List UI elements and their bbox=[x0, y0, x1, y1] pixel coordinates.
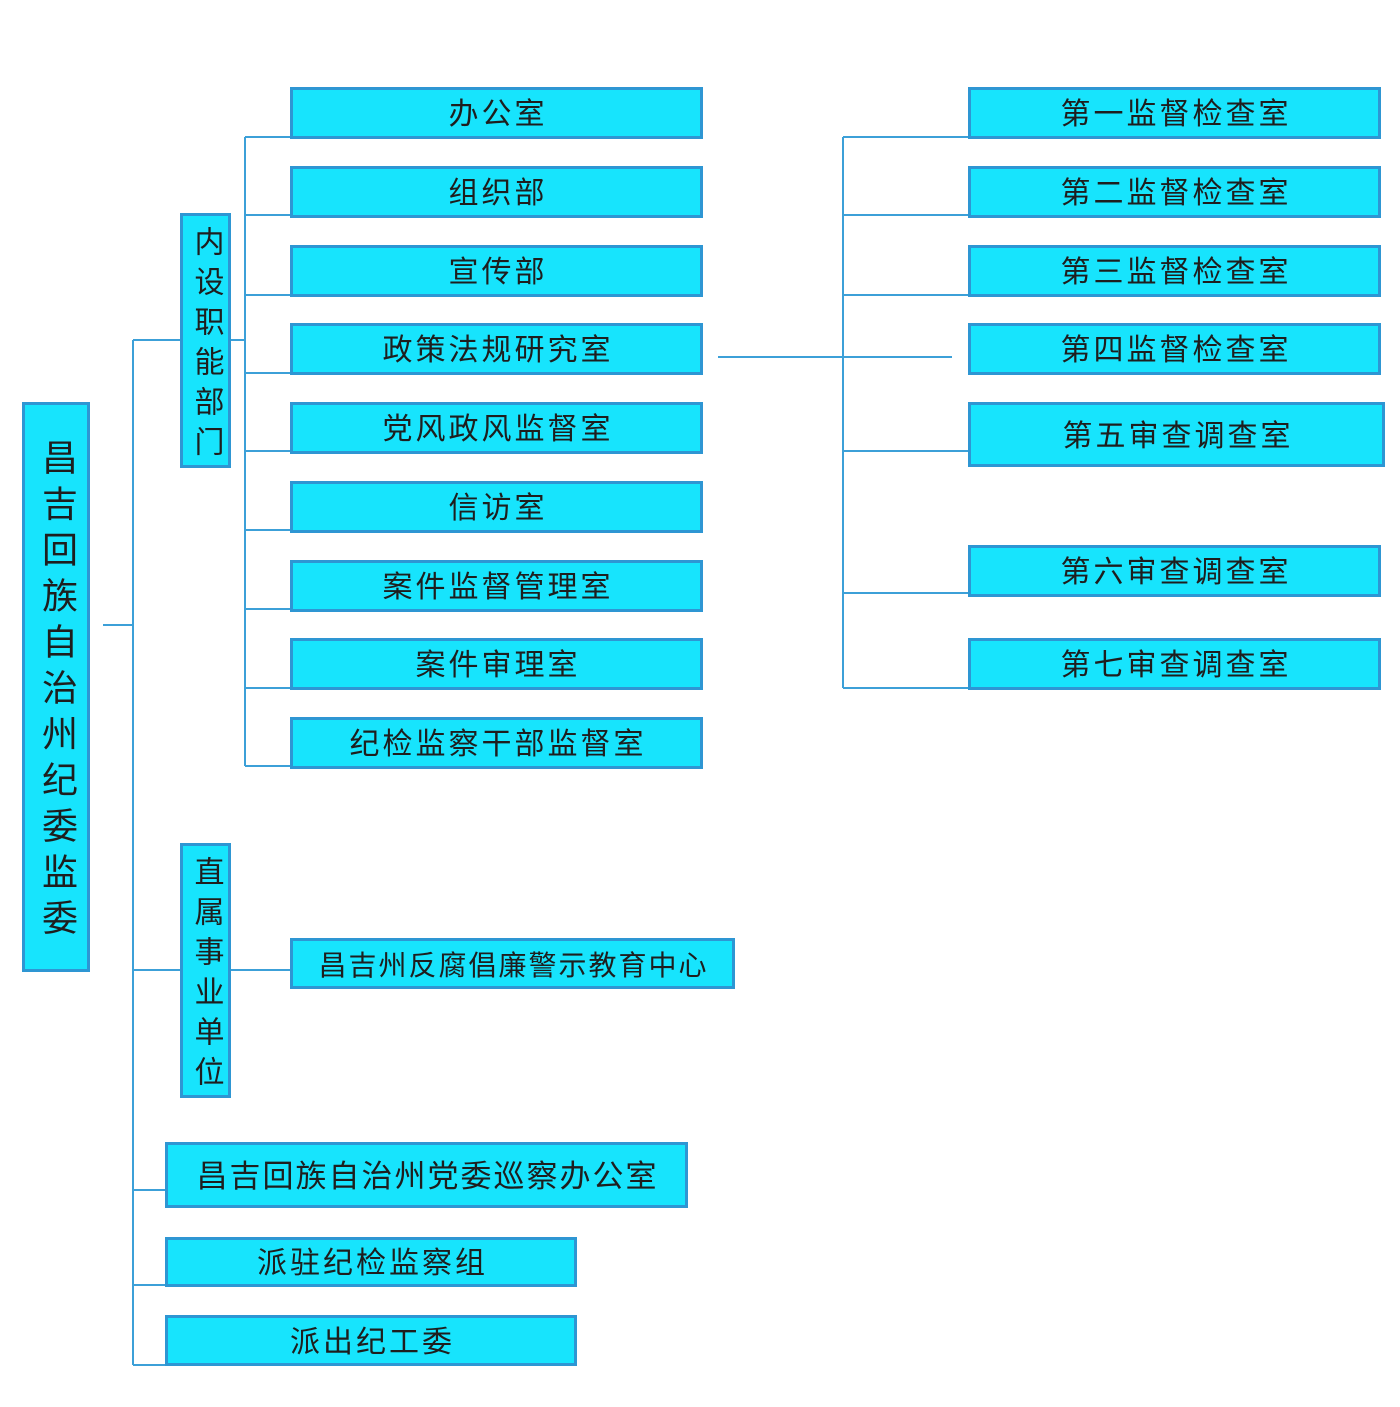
dept-label: 办公室 bbox=[448, 97, 548, 132]
dept-cadre-supervision-box: 纪检监察干部监督室 bbox=[290, 717, 703, 769]
room-1-box: 第一监督检查室 bbox=[968, 87, 1381, 139]
dispatched-committee-label: 派出纪工委 bbox=[290, 1324, 455, 1360]
room-label: 第五审查调查室 bbox=[1062, 418, 1294, 454]
internal-departments-node: 内设职能部门 bbox=[180, 213, 231, 468]
dept-label: 政策法规研究室 bbox=[382, 333, 614, 368]
dept-label: 信访室 bbox=[448, 491, 548, 526]
room-label: 第四监督检查室 bbox=[1060, 333, 1292, 368]
room-2-box: 第二监督检查室 bbox=[968, 166, 1381, 218]
affiliated-units-node: 直属事业单位 bbox=[180, 843, 231, 1098]
root-label: 昌吉回族自治州纪委监委 bbox=[36, 439, 77, 945]
dept-label: 组织部 bbox=[448, 176, 548, 211]
dispatched-committee-box: 派出纪工委 bbox=[165, 1315, 577, 1366]
dept-office-box: 办公室 bbox=[290, 87, 703, 139]
room-6-box: 第六审查调查室 bbox=[968, 545, 1381, 597]
dept-label: 案件监督管理室 bbox=[382, 570, 614, 605]
dept-label: 宣传部 bbox=[448, 255, 548, 290]
inspection-office-label: 昌吉回族自治州党委巡察办公室 bbox=[196, 1158, 659, 1195]
room-4-box: 第四监督检查室 bbox=[968, 323, 1381, 375]
warning-education-center-box: 昌吉州反腐倡廉警示教育中心 bbox=[290, 938, 735, 989]
affiliated-units-label: 直属事业单位 bbox=[188, 855, 224, 1096]
dispatched-groups-label: 派驻纪检监察组 bbox=[257, 1246, 488, 1281]
dept-petition-box: 信访室 bbox=[290, 481, 703, 533]
dept-policy-research-box: 政策法规研究室 bbox=[290, 323, 703, 375]
dept-label: 案件审理室 bbox=[415, 648, 581, 683]
room-7-box: 第七审查调查室 bbox=[968, 638, 1381, 690]
room-3-box: 第三监督检查室 bbox=[968, 245, 1381, 297]
room-5-box: 第五审查调查室 bbox=[968, 402, 1385, 467]
dept-label: 纪检监察干部监督室 bbox=[349, 727, 647, 762]
dept-conduct-supervision-box: 党风政风监督室 bbox=[290, 402, 703, 454]
dept-case-supervision-box: 案件监督管理室 bbox=[290, 560, 703, 612]
inspection-office-box: 昌吉回族自治州党委巡察办公室 bbox=[165, 1142, 688, 1208]
dept-case-trial-box: 案件审理室 bbox=[290, 638, 703, 690]
room-label: 第二监督检查室 bbox=[1060, 176, 1292, 211]
dept-organization-box: 组织部 bbox=[290, 166, 703, 218]
room-label: 第六审查调查室 bbox=[1060, 555, 1292, 590]
room-label: 第一监督检查室 bbox=[1060, 97, 1292, 132]
dispatched-groups-box: 派驻纪检监察组 bbox=[165, 1237, 577, 1287]
root-node: 昌吉回族自治州纪委监委 bbox=[22, 402, 90, 972]
dept-label: 党风政风监督室 bbox=[382, 412, 614, 447]
room-label: 第七审查调查室 bbox=[1060, 648, 1292, 683]
dept-publicity-box: 宣传部 bbox=[290, 245, 703, 297]
room-label: 第三监督检查室 bbox=[1060, 255, 1292, 290]
internal-departments-label: 内设职能部门 bbox=[188, 225, 224, 466]
warning-education-center-label: 昌吉州反腐倡廉警示教育中心 bbox=[318, 948, 709, 982]
